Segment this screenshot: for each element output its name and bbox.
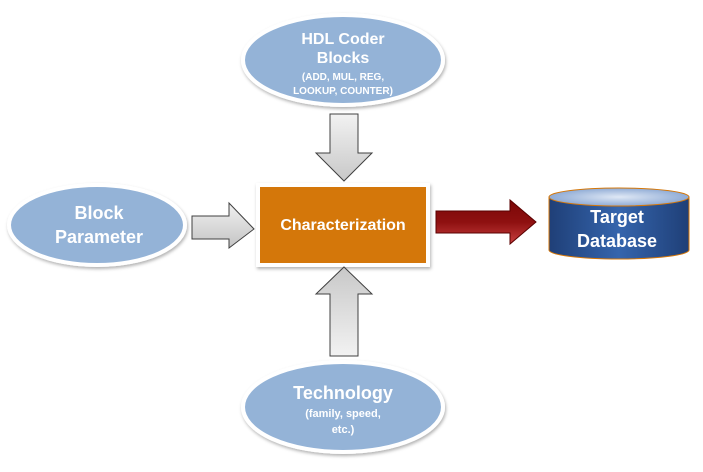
technology-ellipse	[241, 360, 445, 454]
block-parameter-line2: Parameter	[55, 227, 143, 247]
target-database-node: Target Database	[548, 187, 690, 260]
arrow-hdl-to-characterization	[314, 113, 374, 182]
hdl-coder-blocks-node: HDL Coder Blocks (ADD, MUL, REG, LOOKUP,…	[241, 13, 445, 107]
hdl-coder-sub-line1: (ADD, MUL, REG,	[302, 72, 384, 83]
hdl-coder-sub-line2: LOOKUP, COUNTER)	[293, 86, 393, 97]
arrow-parameter-to-characterization	[191, 201, 255, 250]
database-top	[548, 187, 690, 207]
characterization-node: Characterization	[256, 183, 430, 267]
database-line1: Target	[590, 207, 644, 227]
technology-sub-line1: (family, speed,	[305, 408, 381, 420]
technology-sub-line2: etc.)	[332, 424, 355, 436]
database-body	[548, 196, 690, 260]
technology-node: Technology (family, speed, etc.)	[241, 360, 445, 454]
arrow-technology-to-characterization	[314, 266, 374, 357]
technology-title: Technology	[293, 383, 393, 403]
block-parameter-line1: Block	[74, 203, 124, 223]
block-parameter-ellipse	[7, 183, 187, 267]
characterization-box	[260, 187, 426, 263]
block-parameter-node: Block Parameter	[7, 183, 187, 267]
hdl-coder-title-line1: HDL Coder	[301, 31, 384, 48]
arrow-characterization-to-database	[435, 198, 537, 246]
hdl-coder-ellipse	[241, 13, 445, 107]
hdl-coder-title-line2: Blocks	[317, 50, 370, 67]
characterization-label: Characterization	[280, 217, 405, 234]
database-line2: Database	[577, 231, 657, 251]
